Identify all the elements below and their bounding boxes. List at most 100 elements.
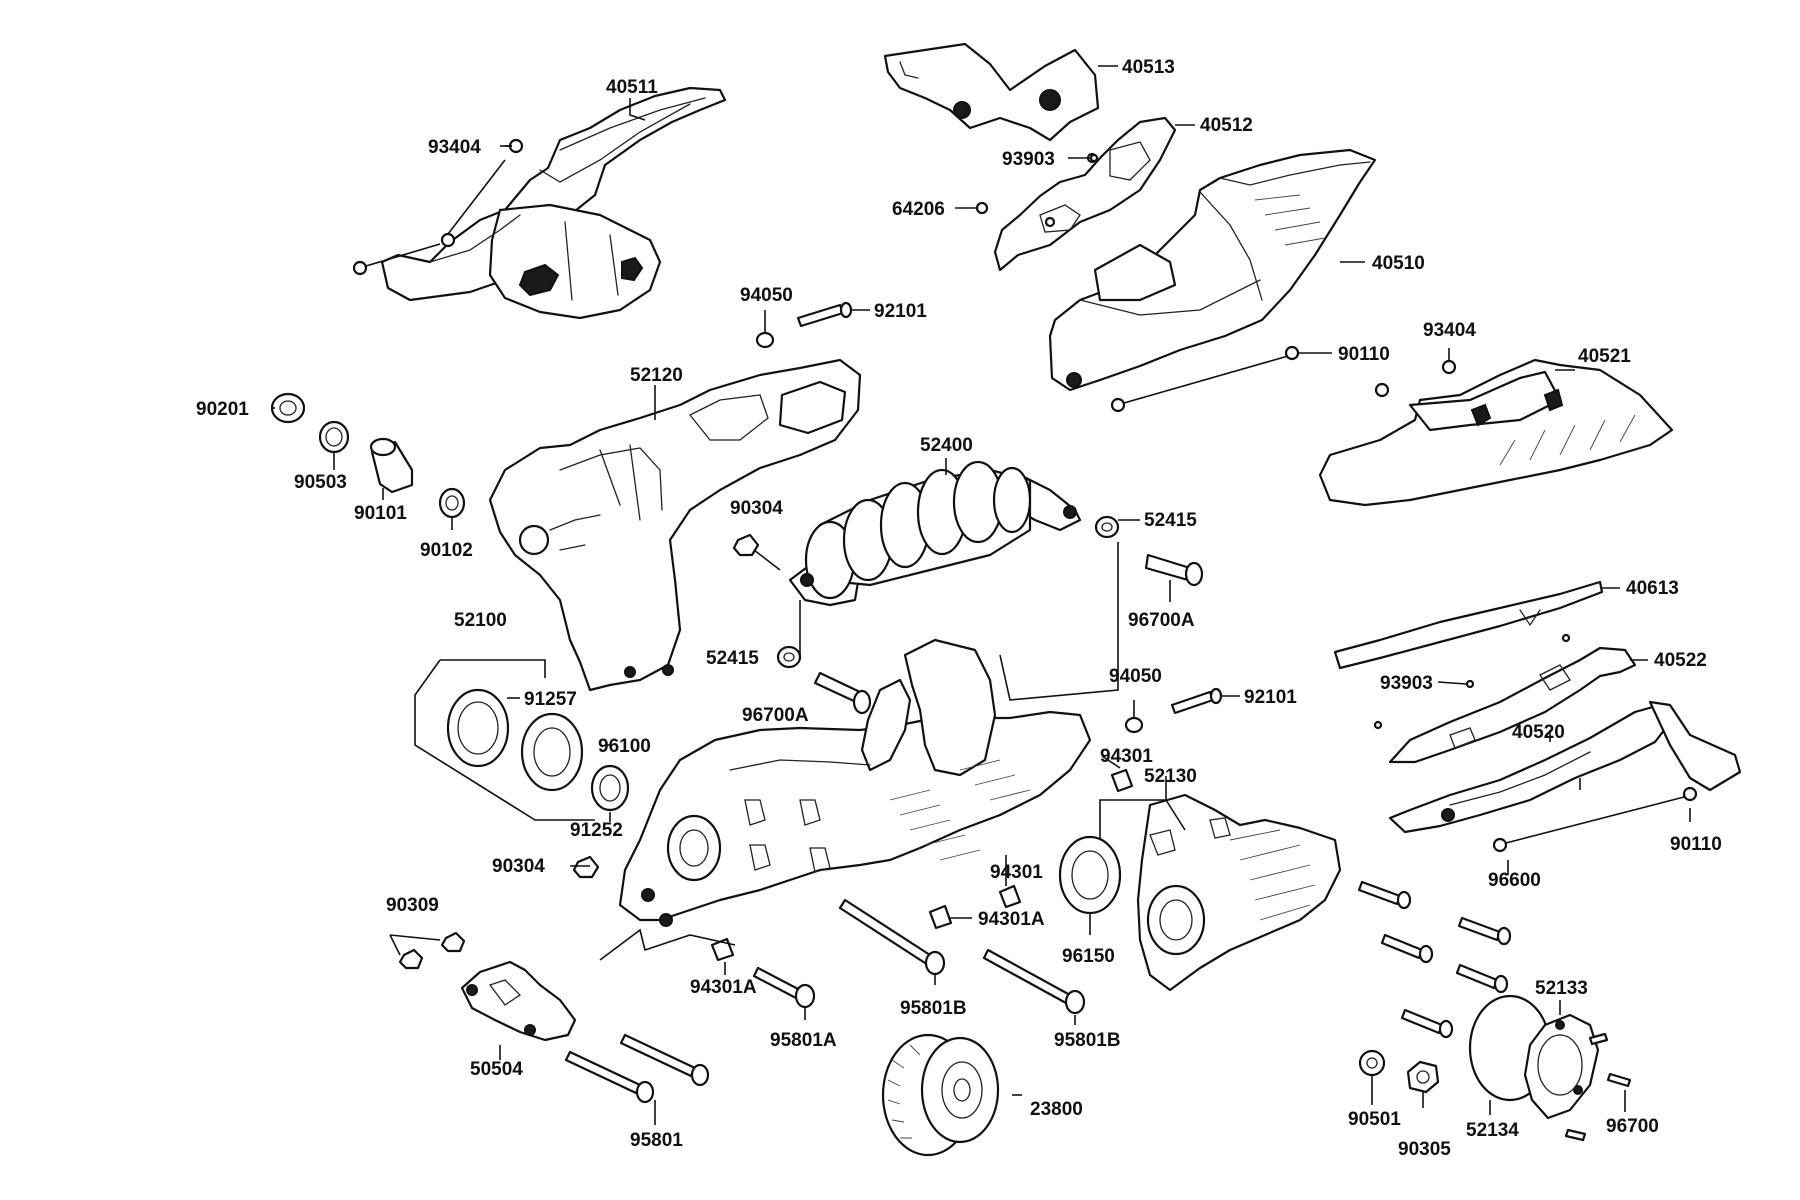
part-52400-shock-absorber xyxy=(788,460,1082,607)
label-64206: 64206 xyxy=(892,199,945,220)
screw-93404-upper xyxy=(352,138,524,276)
bolt-92101-lower xyxy=(1170,687,1223,715)
label-40522: 40522 xyxy=(1654,650,1707,671)
label-93404-right: 93404 xyxy=(1423,320,1476,341)
washer-64206 xyxy=(955,201,989,215)
label-96700A-lower: 96700A xyxy=(742,705,809,726)
nut-90309-group xyxy=(398,931,466,970)
label-90305: 90305 xyxy=(1398,1139,1451,1160)
label-93903-right: 93903 xyxy=(1380,673,1433,694)
screw-96700-group xyxy=(1564,1032,1632,1142)
label-40512: 40512 xyxy=(1200,115,1253,136)
part-52100-swingarm xyxy=(618,638,1092,927)
label-50504: 50504 xyxy=(470,1059,523,1080)
part-40613-strip xyxy=(1333,580,1604,670)
label-90501: 90501 xyxy=(1348,1109,1401,1130)
part-40520-lower-cover xyxy=(1388,700,1742,834)
cover-52133 xyxy=(1523,1013,1600,1120)
label-90101: 90101 xyxy=(354,503,407,524)
label-40613: 40613 xyxy=(1626,578,1679,599)
label-52100: 52100 xyxy=(454,610,507,631)
label-90304: 90304 xyxy=(730,498,783,519)
label-40511: 40511 xyxy=(606,77,658,98)
screw-90110-lower xyxy=(1492,786,1698,853)
collar-90102 xyxy=(438,487,466,519)
label-96150: 96150 xyxy=(1062,946,1115,967)
part-52130-drive-housing xyxy=(1136,793,1342,992)
label-52400: 52400 xyxy=(920,435,973,456)
bushing-94301-lower xyxy=(998,884,1022,909)
part-40522-bracket xyxy=(1388,646,1637,764)
label-90110-lower: 90110 xyxy=(1670,834,1722,855)
seal-91257 xyxy=(446,688,510,768)
label-52120: 52120 xyxy=(630,365,683,386)
label-52134: 52134 xyxy=(1466,1120,1519,1141)
label-90102: 90102 xyxy=(420,540,473,561)
seal-91252 xyxy=(590,764,630,812)
label-95801B: 95801B xyxy=(900,998,967,1019)
label-95801A: 95801A xyxy=(770,1030,837,1051)
bolt-95801B-left xyxy=(838,898,946,976)
bushing-94301A-left xyxy=(710,937,735,962)
bolt-96600-group xyxy=(1357,880,1512,1039)
part-number-labels: 40511 93404 40513 40512 93903 64206 4051… xyxy=(196,57,1722,1160)
label-52415-lower: 52415 xyxy=(706,648,759,669)
label-96700A: 96700A xyxy=(1128,610,1195,631)
label-40521: 40521 xyxy=(1578,346,1631,367)
label-91257: 91257 xyxy=(524,689,577,710)
washer-94050-lower xyxy=(1124,716,1144,734)
screw-93903-upper xyxy=(1068,153,1099,163)
bushing-94301A-right xyxy=(928,904,953,930)
label-52130: 52130 xyxy=(1144,766,1197,787)
part-52120-swingarm-cover xyxy=(488,358,862,692)
label-90503: 90503 xyxy=(294,472,347,493)
bushing-52415-upper xyxy=(1094,515,1120,539)
bolt-95801B-right xyxy=(982,948,1086,1015)
label-94050-lower: 94050 xyxy=(1109,666,1162,687)
bracket-50504 xyxy=(460,960,577,1042)
label-40510: 40510 xyxy=(1372,253,1425,274)
leader-lines xyxy=(272,65,1691,1125)
nut-90305 xyxy=(1406,1060,1440,1094)
label-95801B-right: 95801B xyxy=(1054,1030,1121,1051)
bolt-96700A-lower xyxy=(813,671,872,715)
label-52133: 52133 xyxy=(1535,978,1588,999)
label-91252: 91252 xyxy=(570,820,623,841)
bolt-95801A xyxy=(752,966,816,1009)
part-40521-right-cover xyxy=(1318,358,1674,507)
label-90110: 90110 xyxy=(1338,344,1390,365)
nut-90304-upper xyxy=(732,533,781,571)
bearing-96150 xyxy=(1058,835,1122,915)
label-92101-lower: 92101 xyxy=(1244,687,1297,708)
part-40512-bracket xyxy=(993,116,1177,272)
bolt-96700A-upper xyxy=(1144,553,1204,587)
label-23800: 23800 xyxy=(1030,1099,1083,1120)
label-94301A-lower: 94301A xyxy=(690,977,757,998)
nut-90304-lower xyxy=(572,855,600,879)
label-90304-lower: 90304 xyxy=(492,856,545,877)
screw-90110-upper xyxy=(1110,345,1332,413)
bearing-96100 xyxy=(520,712,584,792)
label-96100: 96100 xyxy=(598,736,651,757)
bolt-95801-group xyxy=(564,1033,710,1104)
label-94050: 94050 xyxy=(740,285,793,306)
screw-93903-right xyxy=(1373,633,1571,730)
label-40513: 40513 xyxy=(1122,57,1175,78)
bushing-52415-lower xyxy=(776,645,802,669)
label-94301-lower: 94301 xyxy=(990,862,1043,883)
part-40513-bracket-plate xyxy=(883,42,1100,142)
label-90309: 90309 xyxy=(386,895,439,916)
collar-90101 xyxy=(369,437,414,494)
part-40511-rear-cover xyxy=(380,86,727,320)
label-93903: 93903 xyxy=(1002,149,1055,170)
screw-93404-right xyxy=(1374,359,1457,398)
label-93404: 93404 xyxy=(428,137,481,158)
part-40510-side-cover xyxy=(1048,148,1377,392)
label-96700: 96700 xyxy=(1606,1116,1659,1137)
label-90201: 90201 xyxy=(196,399,249,420)
label-40520: 40520 xyxy=(1512,722,1565,743)
sprocket-23800 xyxy=(881,1033,1000,1157)
label-52415: 52415 xyxy=(1144,510,1197,531)
label-94301A: 94301A xyxy=(978,909,1045,930)
